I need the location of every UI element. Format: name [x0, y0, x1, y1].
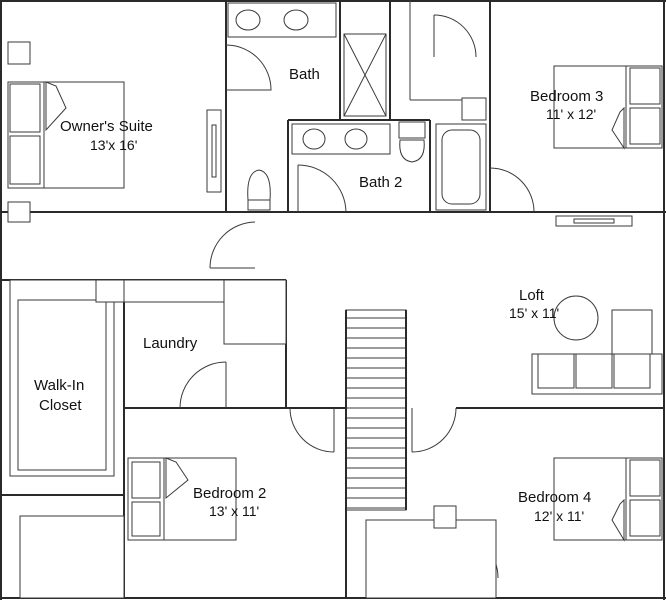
room-labels: Owner's Suite 13'x 16' Bath Bath 2 Bedro… [34, 66, 603, 524]
walkin-label-line2: Closet [39, 397, 82, 414]
bedroom3-label: Bedroom 3 [530, 88, 603, 105]
stair-outline [345, 309, 407, 511]
loft-label: Loft [519, 287, 545, 304]
bath-label: Bath [289, 66, 320, 83]
bedroom3-size: 11' x 12' [546, 106, 596, 122]
bath2-label: Bath 2 [359, 174, 402, 191]
owners-suite-label: Owner's Suite [60, 118, 153, 135]
loft-size: 15' x 11' [509, 305, 559, 321]
bedroom2-label: Bedroom 2 [193, 485, 266, 502]
walkin-label-line1: Walk-In [34, 377, 84, 394]
bedroom2-size: 13' x 11' [209, 503, 259, 519]
bedroom4-size: 12' x 11' [534, 508, 584, 524]
stairs [345, 309, 407, 511]
bath-fixtures [206, 0, 487, 211]
bedroom4-label: Bedroom 4 [518, 489, 591, 506]
owners-suite-size: 13'x 16' [90, 137, 137, 153]
laundry-label: Laundry [143, 335, 198, 352]
furniture [7, 41, 663, 599]
